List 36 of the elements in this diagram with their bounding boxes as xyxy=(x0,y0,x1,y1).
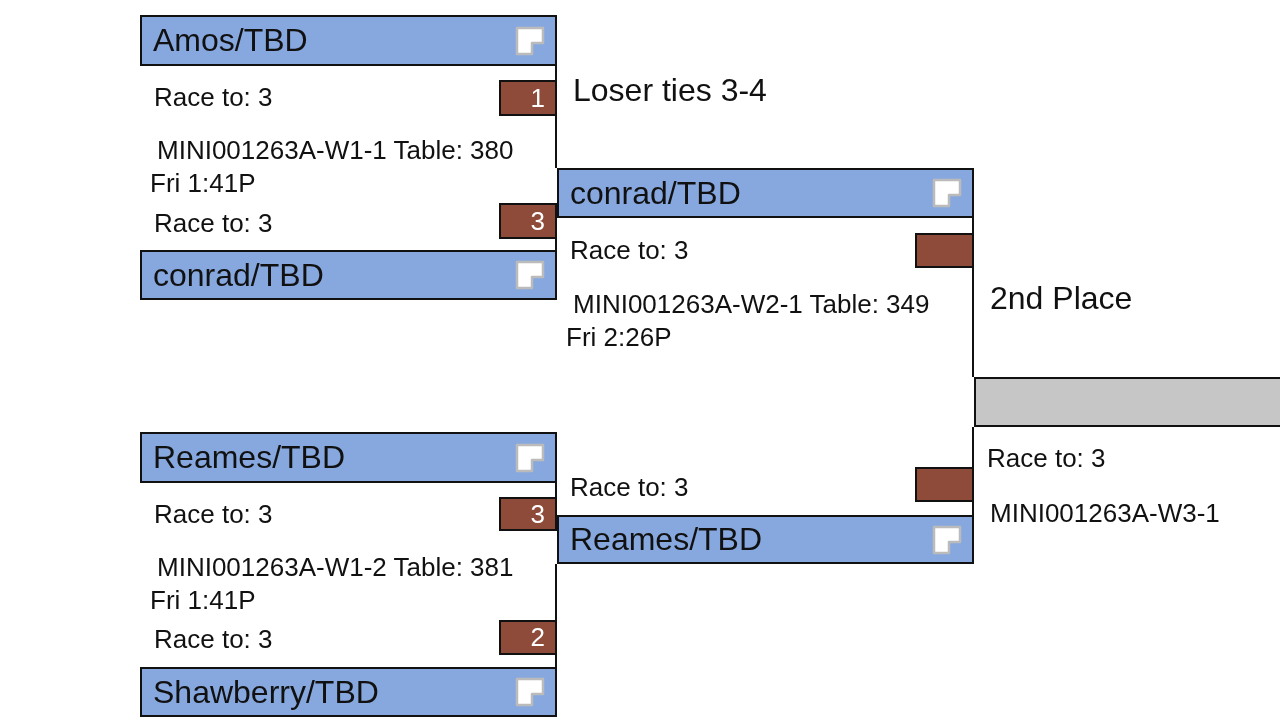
player-name: Shawberry/TBD xyxy=(153,673,379,712)
match-info-text: MINI001263A-W1-2 Table: 381 Fri 1:41P xyxy=(150,551,515,617)
note-text: Loser ties 3-4 xyxy=(573,72,767,108)
empty-score-box xyxy=(915,467,974,502)
race-to-text: Race to: 3 xyxy=(154,208,273,238)
race-to-text: Race to: 3 xyxy=(570,235,689,265)
player-box xyxy=(557,515,974,564)
race-to-text: Race to: 3 xyxy=(154,624,273,654)
race-to-text: Race to: 3 xyxy=(570,472,689,502)
player-name: Reames/TBD xyxy=(153,438,346,477)
player-name: Amos/TBD xyxy=(153,21,308,60)
match-info-text: MINI001263A-W1-1 Table: 380 Fri 1:41P xyxy=(150,134,515,200)
score-box xyxy=(499,620,557,655)
empty-score-box xyxy=(915,233,974,268)
race-to-text: Race to: 3 xyxy=(154,499,273,529)
score-value: 2 xyxy=(530,622,545,653)
race-to-text: Race to: 3 xyxy=(154,82,273,112)
player-name: conrad/TBD xyxy=(570,174,741,213)
player-box xyxy=(140,250,557,300)
match-info-text: MINI001263A-W2-1 Table: 349 Fri 2:26P xyxy=(566,288,931,354)
race-to-text: Race to: 3 xyxy=(987,443,1106,473)
score-value: 3 xyxy=(530,205,545,237)
player-box xyxy=(140,667,557,717)
player-box xyxy=(557,168,974,218)
score-box xyxy=(499,497,557,531)
score-value: 3 xyxy=(530,499,545,529)
score-box xyxy=(499,203,557,239)
player-name: Reames/TBD xyxy=(570,520,763,559)
score-value: 1 xyxy=(530,82,545,114)
score-box xyxy=(499,80,557,116)
place-label: 2nd Place xyxy=(990,280,1133,316)
match-info-text: MINI001263A-W3-1 xyxy=(990,498,1220,528)
empty-player-box xyxy=(974,377,1280,427)
player-box xyxy=(140,432,557,483)
player-box xyxy=(140,15,557,66)
player-name: conrad/TBD xyxy=(153,256,324,295)
